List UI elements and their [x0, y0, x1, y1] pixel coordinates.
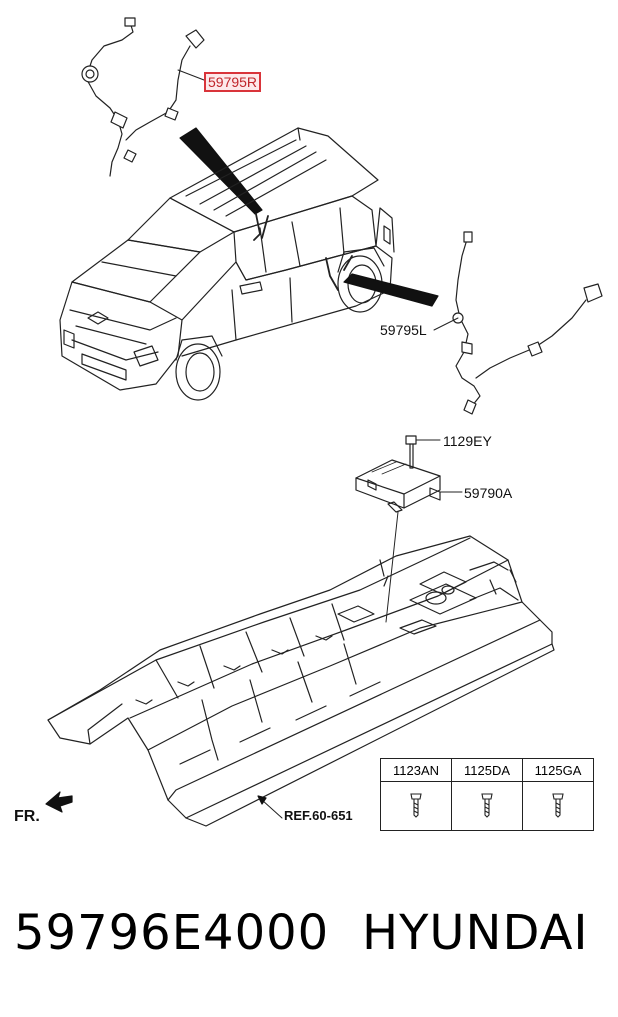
bolt-1129ey — [405, 435, 441, 469]
callout-59790a[interactable]: 59790A — [464, 485, 513, 501]
table-header-1125ga[interactable]: 1125GA — [522, 758, 594, 782]
fasteners-table: 1123AN 1125DA 1125GA — [380, 758, 594, 831]
pointer-arrow-right — [179, 127, 263, 215]
brand-name: HYUNDAI — [362, 905, 589, 961]
front-marker-label: FR. — [14, 808, 40, 825]
part-number: 59796E4000 — [14, 905, 330, 961]
screw-icon-1123an — [380, 781, 452, 831]
floor-pan — [47, 535, 555, 827]
control-module — [355, 459, 463, 623]
table-header-1125da[interactable]: 1125DA — [451, 758, 523, 782]
ref-label[interactable]: REF.60-651 — [284, 808, 353, 823]
parts-diagram — [45, 17, 603, 827]
sensor-harness-left — [433, 231, 603, 415]
vehicle-illustration — [59, 127, 395, 401]
ref-leader — [261, 799, 283, 819]
table-header-1123an[interactable]: 1123AN — [380, 758, 452, 782]
screw-icon-1125ga — [522, 781, 594, 831]
callout-1129ey[interactable]: 1129EY — [443, 433, 492, 449]
sensor-harness-right — [81, 17, 205, 177]
callout-59795r[interactable]: 59795R — [204, 72, 262, 92]
front-arrow-icon — [45, 791, 73, 813]
pointer-arrow-left — [343, 273, 439, 307]
screw-icon-1125da — [451, 781, 523, 831]
callout-59795l[interactable]: 59795L — [380, 322, 427, 338]
